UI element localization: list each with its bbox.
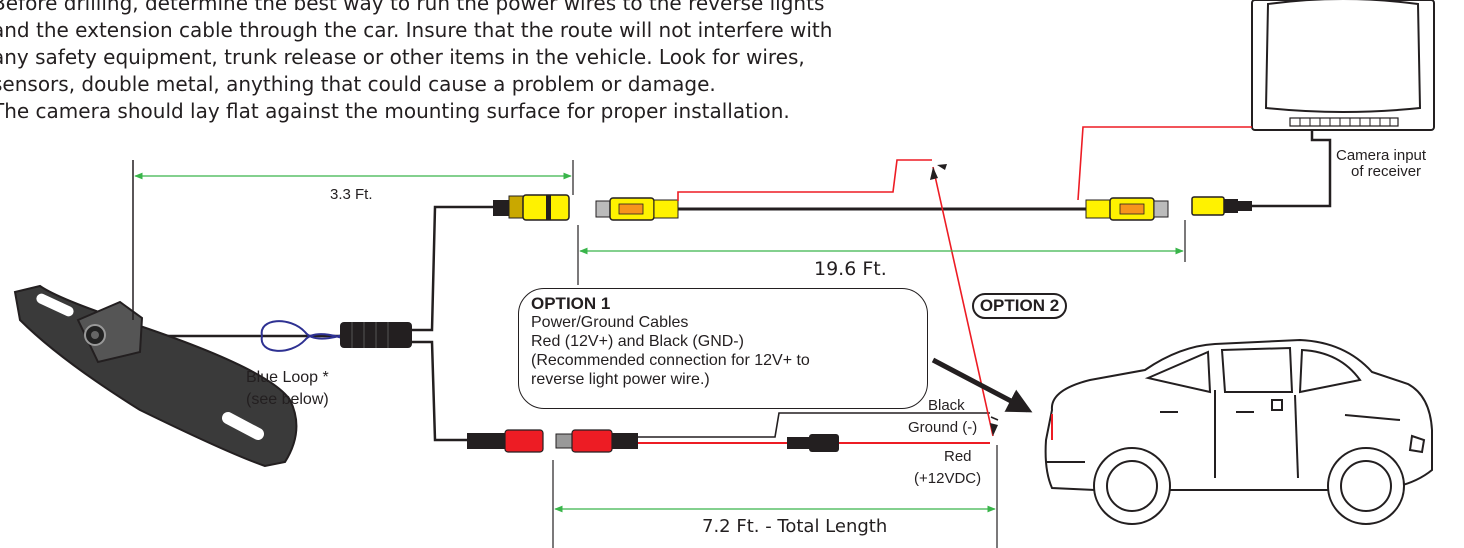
camera-video-cable (412, 205, 493, 332)
intro-line: Before drilling, determine the best way … (0, 0, 825, 15)
license-plate-camera (13, 284, 298, 468)
blue-loop-label: Blue Loop * (see below) (246, 369, 329, 408)
dimension-label-extension: 19.6 Ft. (814, 258, 887, 280)
option1-callout: OPTION 1 Power/Ground Cables Red (12V+) … (518, 288, 928, 409)
cable-splitter (340, 322, 412, 348)
option1-line: Power/Ground Cables (531, 314, 689, 331)
receiver-cable (1250, 131, 1332, 208)
extension-rca-right (1085, 197, 1169, 221)
black-wire-label: Black (928, 397, 965, 414)
intro-paragraph: Before drilling, determine the best way … (0, 0, 912, 125)
intro-line: any safety equipment, trunk release or o… (0, 45, 805, 69)
camera-input-label: Camera input of receiver (1336, 147, 1427, 180)
dimension-label-power: 7.2 Ft. - Total Length (702, 516, 888, 537)
car-illustration (1044, 338, 1433, 525)
inline-fuse (787, 434, 839, 452)
option1-title: OPTION 1 (531, 294, 611, 313)
option2-red-line (932, 166, 994, 437)
dimension-label-camera-cable: 3.3 Ft. (330, 186, 373, 203)
power-connector-female (467, 429, 544, 453)
power-cable (412, 340, 467, 442)
monitor-receiver (1251, 0, 1435, 131)
intro-line: and the extension cable through the car.… (0, 18, 833, 42)
pointer-arrow-icon (931, 357, 1033, 413)
blue-loop (260, 320, 346, 352)
power-connector-male (555, 429, 638, 453)
trigger-red-wire (677, 159, 932, 201)
extension-rca-left (595, 197, 679, 221)
ground-label: Ground (-) (908, 419, 978, 436)
ground-black-wire (638, 412, 990, 438)
camera-rca-connector (493, 194, 570, 221)
intro-line: sensors, double metal, anything that cou… (0, 72, 716, 96)
intro-line: The camera should lay flat against the m… (0, 99, 790, 123)
monitor-red-wire (1077, 126, 1252, 201)
option1-line: Red (12V+) and Black (GND-) (531, 333, 744, 350)
option1-line: (Recommended connection for 12V+ to (531, 352, 810, 369)
voltage-label: (+12VDC) (914, 470, 982, 487)
option1-line: reverse light power wire.) (531, 371, 710, 388)
receiver-rca-connector (1191, 196, 1252, 216)
red-wire-label: Red (944, 448, 972, 465)
option2-badge: OPTION 2 (972, 293, 1067, 319)
dimension-lines (132, 160, 1186, 548)
